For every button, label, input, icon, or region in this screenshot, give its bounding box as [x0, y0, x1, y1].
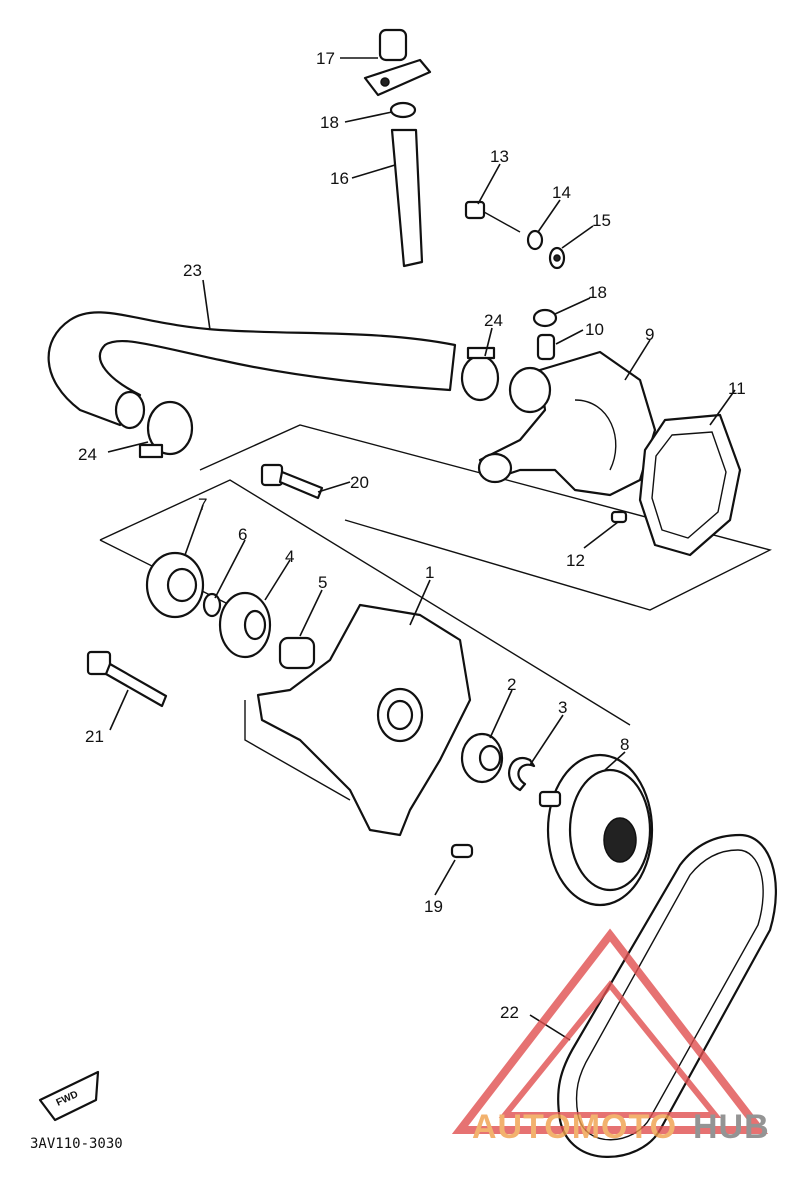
- part-8-pulley: [538, 753, 654, 907]
- watermark-triangle-outer: [451, 928, 769, 1134]
- part-4-seal: [218, 591, 272, 659]
- callout-20: 20: [350, 473, 369, 492]
- callouts: 17 18 16 13 14 15 23 18 24 10 9 11 24 20…: [78, 49, 746, 1022]
- part-12-pin: [610, 510, 628, 524]
- watermark: AUTOMOTO HUB: [451, 928, 770, 1146]
- part-17-fitting: [363, 28, 432, 97]
- part-15-washer: [548, 246, 566, 270]
- part-1-pump-body: [256, 603, 472, 837]
- callout-18-lower: 18: [588, 283, 607, 302]
- callout-7: 7: [198, 495, 207, 514]
- assembly-outline-upper: [199, 424, 772, 611]
- watermark-text-primary: AUTOMOTO: [472, 1108, 677, 1146]
- part-20-bolt: [260, 463, 324, 500]
- callout-9: 9: [645, 325, 654, 344]
- callout-22: 22: [500, 1003, 519, 1022]
- callout-19: 19: [424, 897, 443, 916]
- callout-12: 12: [566, 551, 585, 570]
- callout-11: 11: [728, 379, 746, 398]
- callout-17: 17: [316, 49, 335, 68]
- part-2-bearing: [460, 732, 504, 784]
- callout-14: 14: [552, 183, 571, 202]
- figure-code: ЗAV110-3030: [30, 1136, 123, 1152]
- watermark-triangle-inner: [498, 980, 722, 1118]
- part-18-clamp-lower: [532, 308, 558, 328]
- callout-6: 6: [238, 525, 247, 544]
- callout-16: 16: [330, 169, 349, 188]
- part-19-pin: [450, 843, 474, 859]
- part-9-pump-cover: [477, 350, 657, 497]
- front-direction-marker: FWD: [38, 1070, 100, 1122]
- part-13-bolt: [464, 200, 521, 233]
- part-21-bolt: [86, 650, 168, 708]
- part-10-sleeve: [536, 333, 556, 361]
- callout-15: 15: [592, 211, 611, 230]
- part-3-circlip: [508, 756, 536, 792]
- part-23-hose: [47, 311, 457, 430]
- callout-2: 2: [507, 675, 516, 694]
- callout-3: 3: [558, 698, 567, 717]
- part-18-clamp-upper: [389, 101, 417, 119]
- callout-23: 23: [183, 261, 202, 280]
- callout-18-upper: 18: [320, 113, 339, 132]
- callout-21: 21: [85, 727, 104, 746]
- part-11-gasket: [638, 413, 742, 557]
- callout-13: 13: [490, 147, 509, 166]
- callout-1: 1: [425, 563, 434, 582]
- part-7-impeller: [145, 551, 205, 619]
- part-24-clamp-lower: [138, 400, 194, 459]
- callout-10: 10: [585, 320, 604, 339]
- watermark-text-secondary: HUB: [693, 1108, 770, 1146]
- callout-5: 5: [318, 573, 327, 592]
- callout-4: 4: [285, 547, 294, 566]
- part-24-clamp-upper: [460, 346, 500, 402]
- part-16-pipe: [390, 128, 424, 268]
- callout-24-upper: 24: [484, 311, 503, 330]
- leader-lines: [107, 57, 736, 1041]
- callout-24-lower: 24: [78, 445, 97, 464]
- part-5-bushing: [278, 636, 316, 670]
- part-14-washer: [526, 229, 544, 251]
- callout-8: 8: [620, 735, 629, 754]
- part-6-washer: [202, 592, 222, 618]
